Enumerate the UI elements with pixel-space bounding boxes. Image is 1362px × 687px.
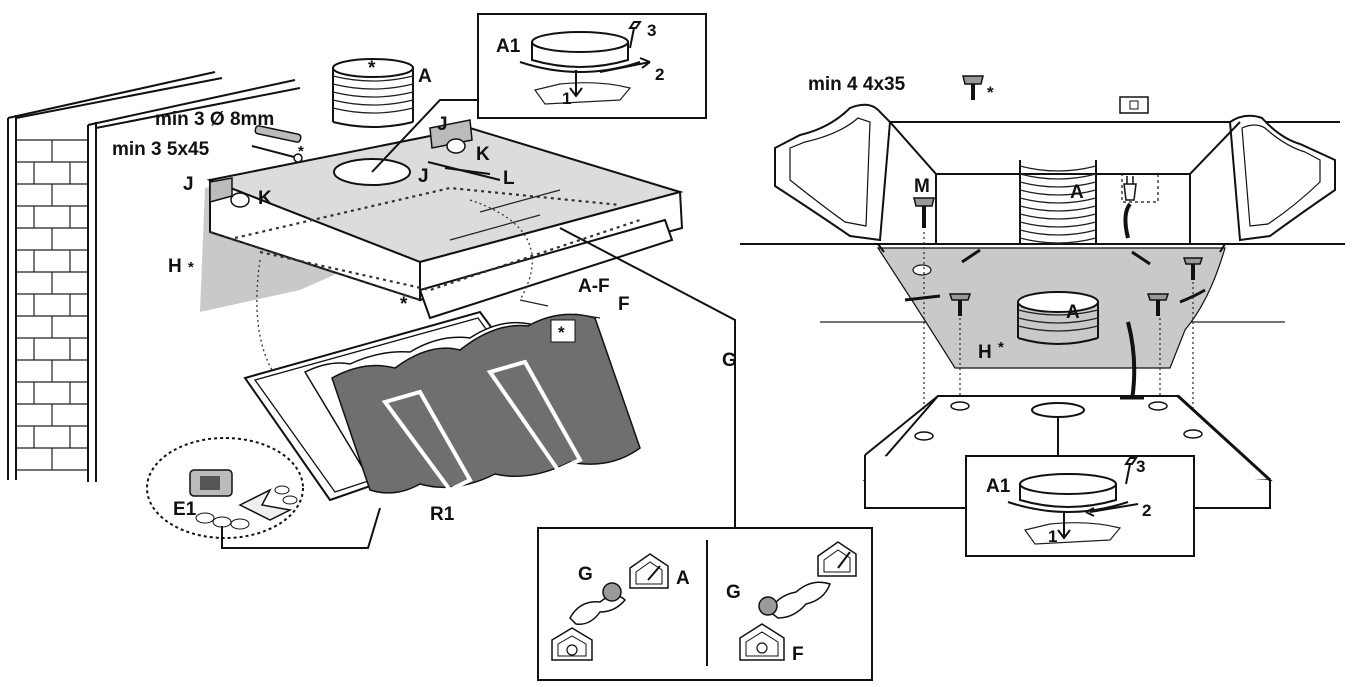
label-A1-bottom: A1: [986, 476, 1011, 497]
aspirating-mode-icon: [551, 553, 669, 661]
label-A-right-collar: A: [1066, 302, 1080, 323]
label-F-left: F: [618, 294, 630, 315]
label-G-box2: G: [726, 582, 741, 603]
label-K-right: K: [476, 144, 490, 165]
label-3-bottom: 3: [1136, 457, 1145, 476]
label-H-right: H: [978, 342, 992, 363]
label-3-top: 3: [647, 21, 656, 40]
label-F-box: F: [792, 644, 804, 665]
label-min4-4x35: min 4 4x35: [808, 74, 906, 95]
screw-icon-M: [913, 197, 935, 436]
label-M: M: [914, 176, 930, 197]
label-A-box: A: [676, 568, 690, 589]
label-2-top: 2: [655, 65, 664, 84]
mode-box: [537, 527, 873, 681]
label-min3-5x45: min 3 5x45: [112, 139, 210, 160]
bracket-J-right: [427, 119, 501, 181]
label-2-bottom: 2: [1142, 501, 1151, 520]
label-1-top: 1: [562, 89, 571, 108]
label-H-left: H: [168, 256, 182, 277]
label-star-filter: *: [558, 323, 565, 342]
power-plug-icon: [1123, 176, 1137, 401]
recirculating-mode-icon: [739, 541, 857, 661]
label-min3-dia8: min 3 Ø 8mm: [155, 109, 274, 130]
duct-hose-right: [1017, 160, 1099, 345]
label-G-leader: G: [722, 350, 737, 371]
screw-icon: [628, 21, 642, 49]
wall-cabinet: [740, 96, 1345, 323]
detail-box-top: [477, 13, 707, 119]
label-H-star: *: [188, 259, 194, 276]
label-star-1: *: [298, 143, 304, 160]
electric-socket: [1119, 96, 1149, 114]
label-J-left: J: [183, 174, 194, 195]
detail-box-bottom: [965, 455, 1195, 557]
label-star-right: *: [987, 83, 994, 102]
label-J-mid: J: [418, 166, 429, 187]
label-AF: A-F: [578, 276, 610, 297]
label-A1-top: A1: [496, 36, 521, 57]
label-star-hood: *: [400, 294, 408, 315]
label-R1: R1: [430, 504, 455, 525]
label-K-left: K: [258, 188, 272, 209]
label-L: L: [503, 168, 515, 189]
label-1-bottom: 1: [1048, 527, 1057, 546]
carbon-filter-icon: [331, 313, 641, 494]
wall-plug-icon: [251, 125, 303, 163]
bracket-J-left: [209, 177, 250, 208]
label-H-right-star: *: [998, 339, 1004, 356]
label-E1: E1: [173, 499, 197, 520]
duct-hose-icon: [332, 58, 414, 128]
label-A-top: A: [418, 66, 432, 87]
filter-star-box: [550, 319, 576, 343]
cooker-hood-left: [206, 126, 684, 320]
switch-icon: [146, 437, 304, 539]
label-G-box1: G: [578, 564, 593, 585]
wall-plugs-right: [904, 248, 1206, 430]
label-star-duct: *: [368, 58, 376, 79]
label-A-right-duct: A: [1070, 182, 1084, 203]
brick-wall: [7, 71, 301, 482]
label-J-top: J: [437, 114, 448, 135]
screw-icon-top: [962, 75, 984, 100]
